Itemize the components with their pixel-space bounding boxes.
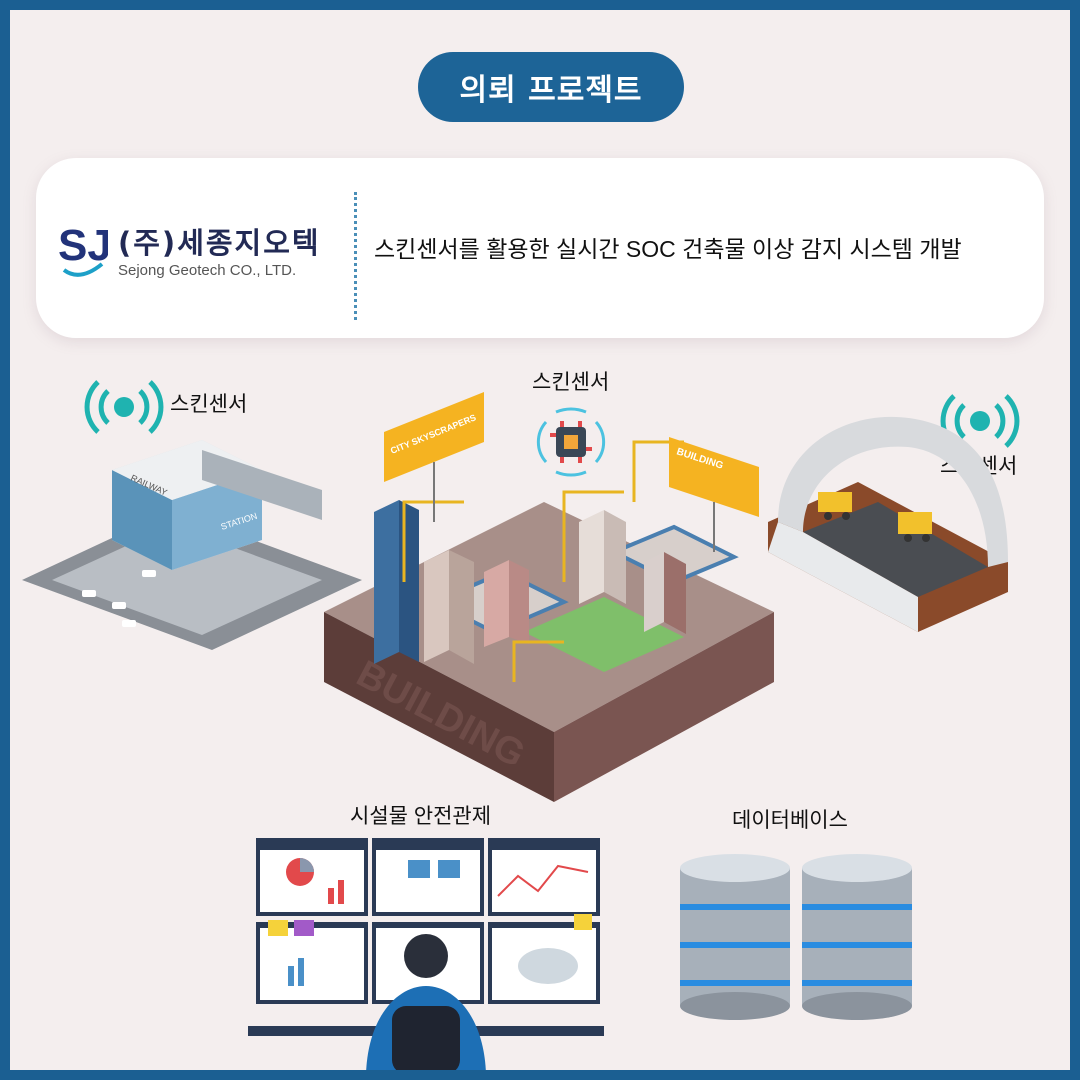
card-divider [354,192,357,320]
database-icon [680,854,912,1020]
sj-logo-icon: SJ [58,221,108,277]
company-name: (주)세종지오텍 [118,226,321,260]
monitoring-label: 시설물 안전관제 [350,805,492,828]
sensor-label-center: 스킨센서 [532,371,610,394]
company-logo: SJ (주)세종지오텍 Sejong Geotech CO., LTD. [58,216,338,286]
monitor-icon [248,838,604,1070]
page-title: 의뢰 프로젝트 [418,52,684,122]
city-building-illustration: BUILDING CITY SKYSCRAPERS BUILDING [324,392,774,802]
logo-mark-text: SJ [58,221,108,270]
sensor-label-left: 스킨센서 [170,393,248,416]
railway-station-illustration: RAILWAY STATION [22,440,362,650]
project-title: 스킨센서를 활용한 실시간 SOC 건축물 이상 감지 시스템 개발 [374,236,962,262]
database-label: 데이터베이스 [732,809,848,832]
wifi-sensor-icon [84,380,164,434]
company-name-en: Sejong Geotech CO., LTD. [118,262,297,279]
company-card: SJ (주)세종지오텍 Sejong Geotech CO., LTD. 스킨센… [36,158,1044,338]
tunnel-illustration [768,416,1008,632]
chip-sensor-icon [536,407,606,477]
